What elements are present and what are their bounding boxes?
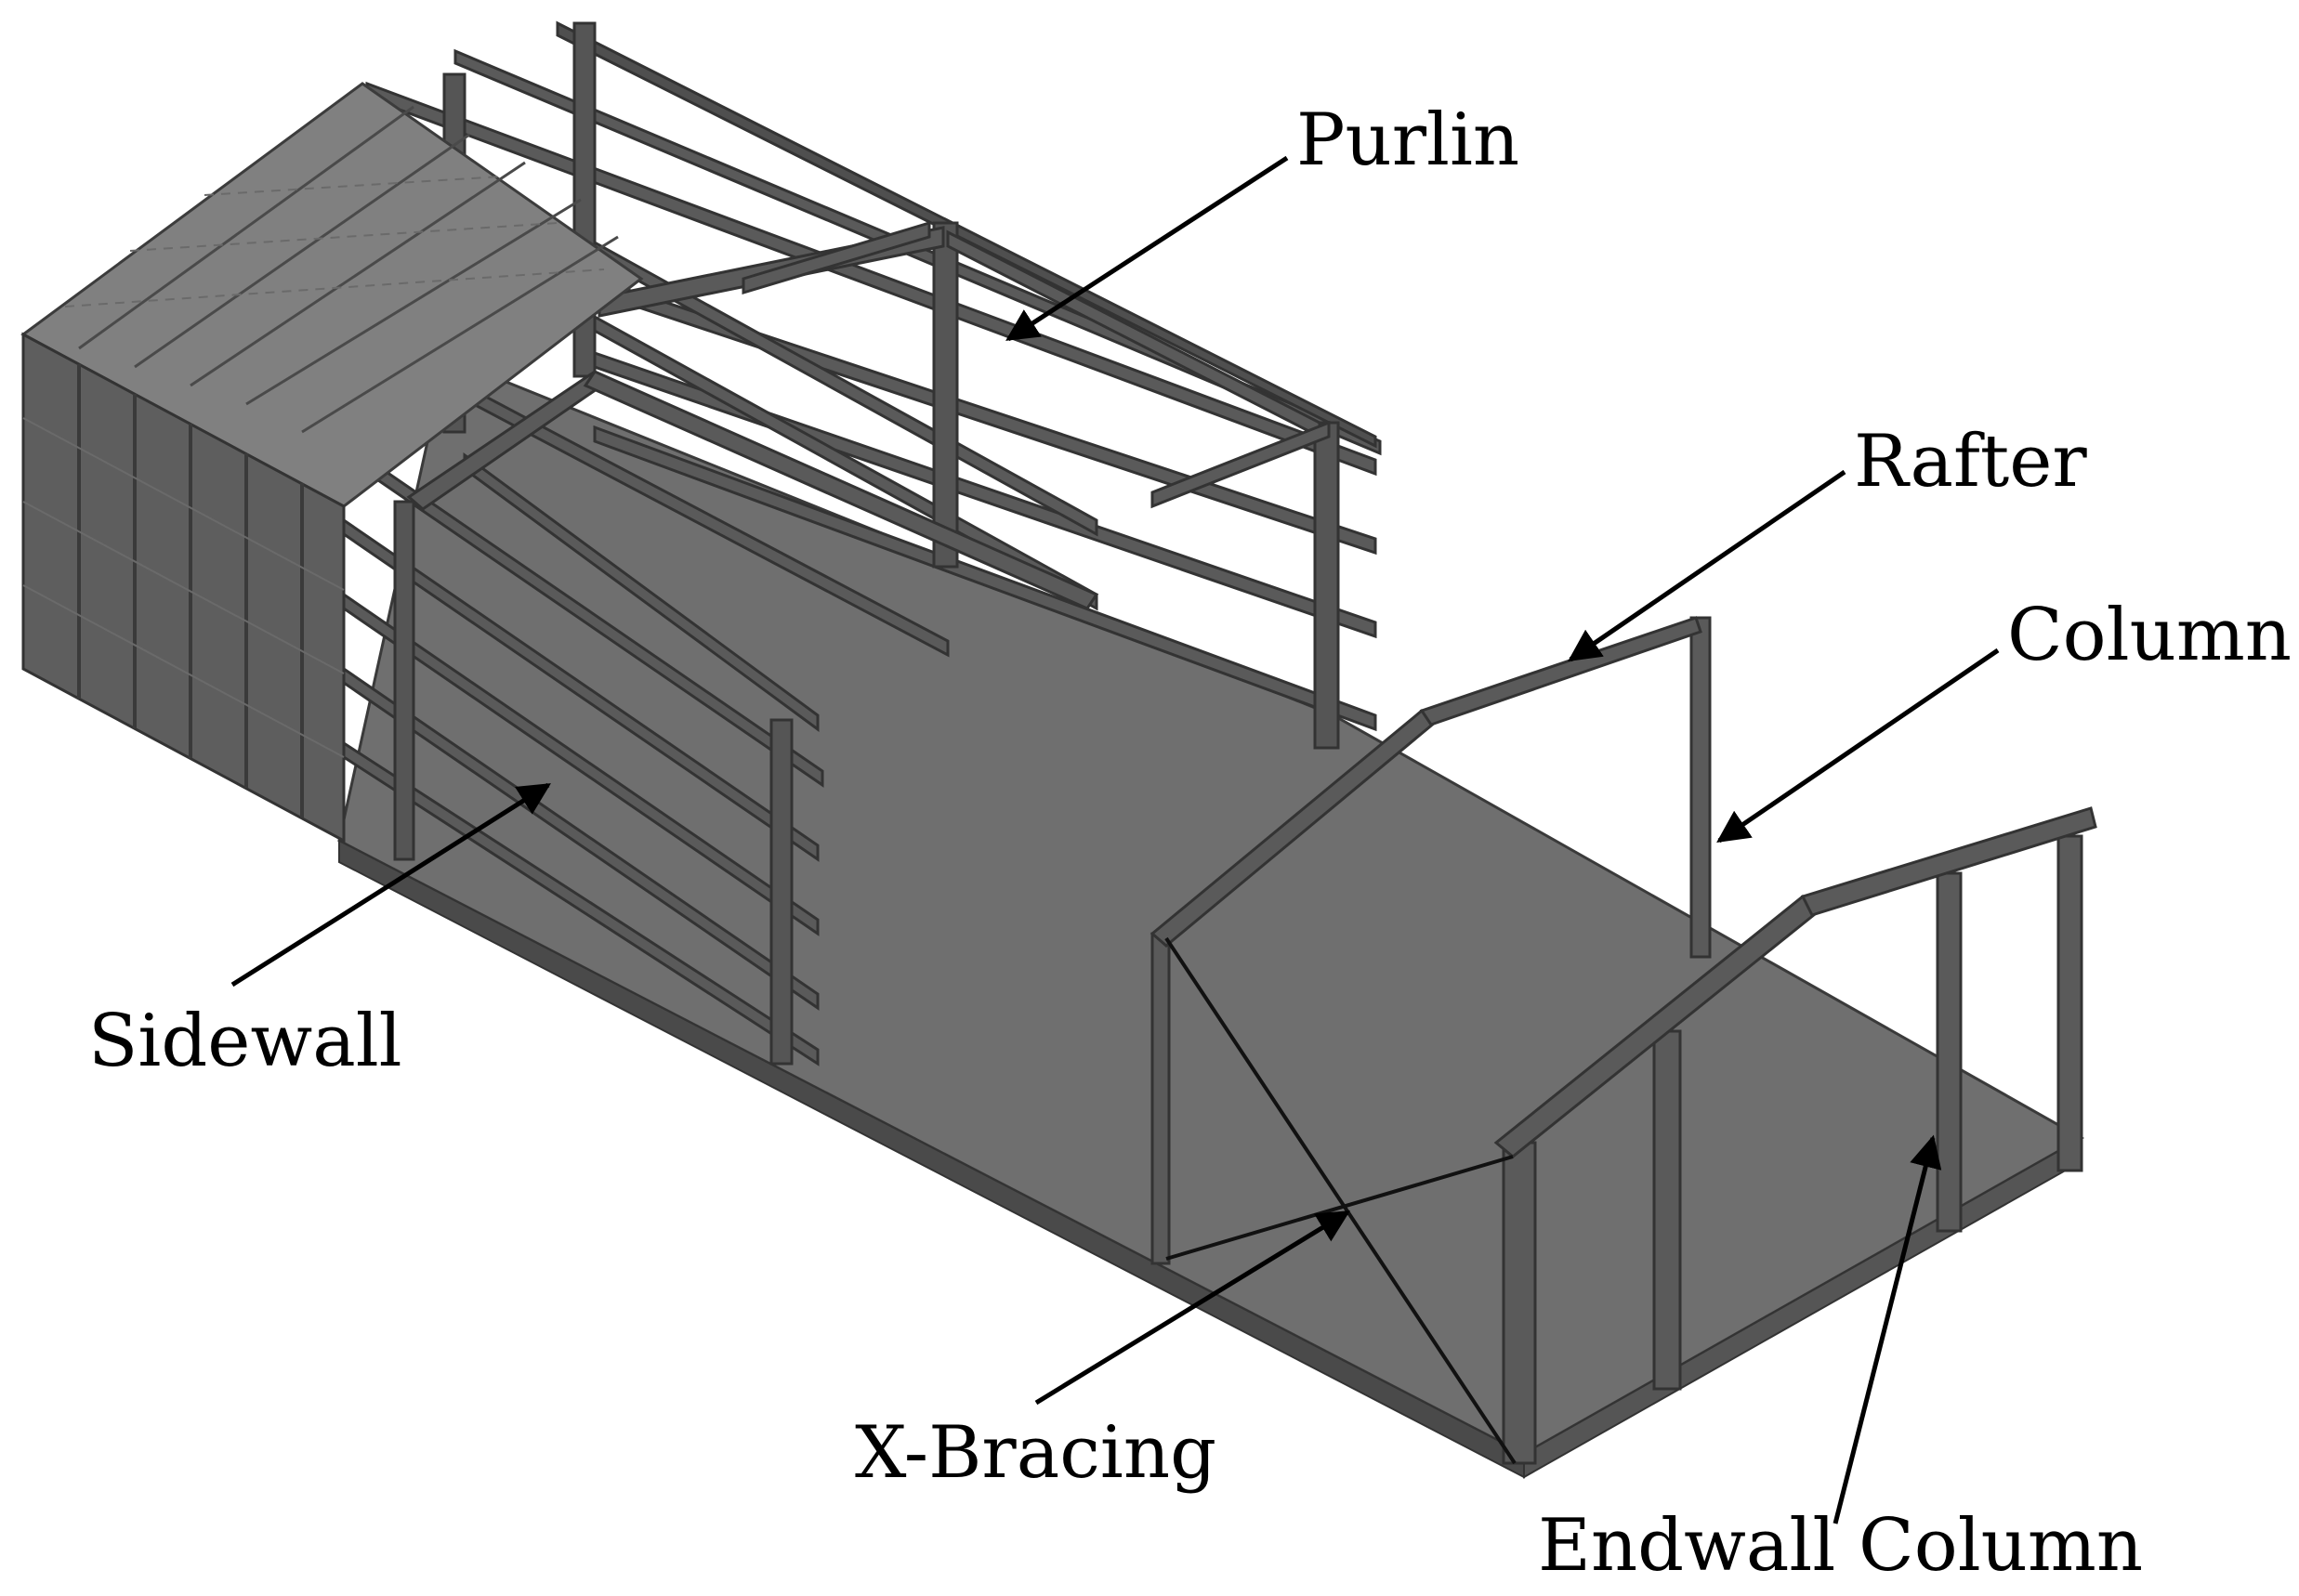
sidewall-label: Sidewall [88, 1000, 402, 1083]
back-rafters [598, 220, 1331, 509]
intermediate-frame [406, 370, 1099, 610]
endwall-column-label: Endwall Column [1538, 1504, 2144, 1588]
sidewall-panels [21, 332, 346, 844]
leader-lines [230, 155, 2000, 1524]
front-sidewall-columns [393, 500, 794, 1066]
endwall-frame [1493, 806, 2097, 1465]
roof-sheeting [20, 82, 644, 508]
column-label: Column [2007, 594, 2292, 677]
purlin-label: Purlin [1296, 98, 1520, 182]
portal-frame [1150, 616, 1712, 1265]
x-bracing [1164, 936, 1517, 1465]
rafter-label: Rafter [1854, 420, 2087, 504]
front-sidewall-girts [342, 383, 950, 1066]
x-bracing-label: X-Bracing [855, 1411, 1217, 1495]
